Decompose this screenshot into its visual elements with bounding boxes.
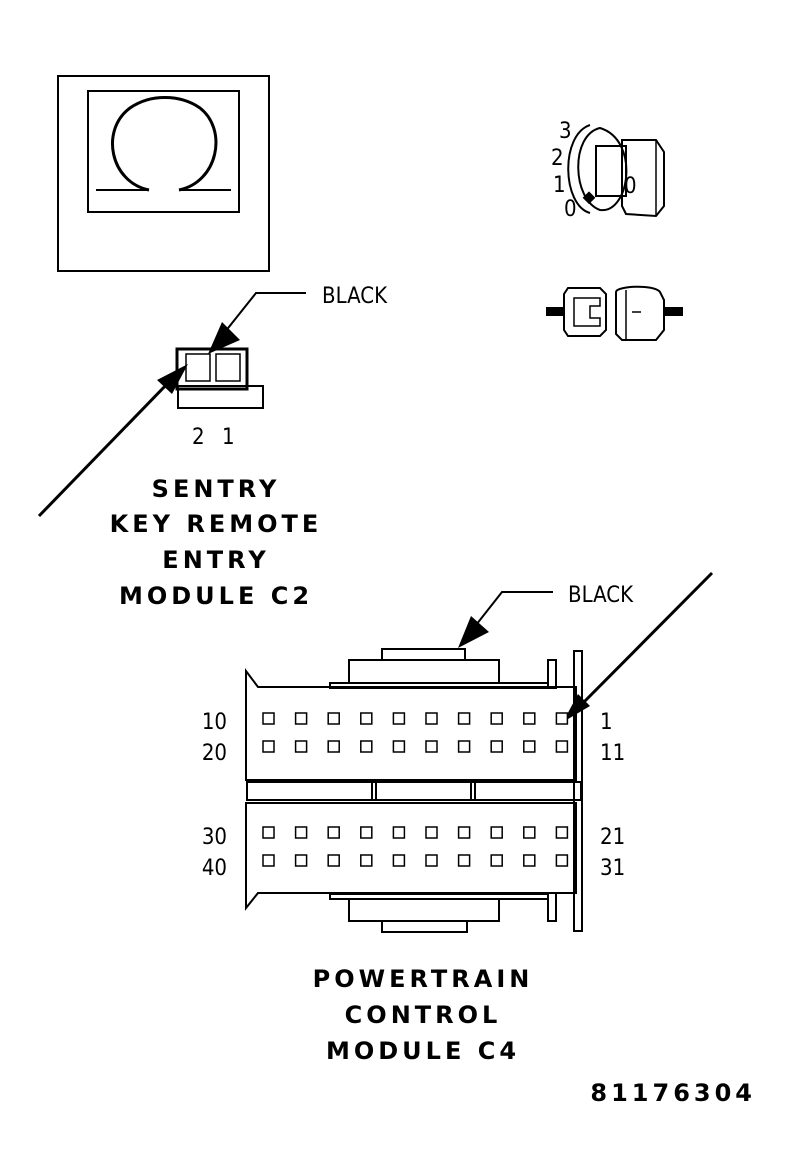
pcm-pin-cavity <box>523 826 536 839</box>
pcm-pin-cavity <box>555 740 569 753</box>
connector-mating-icon <box>546 285 683 341</box>
pcm-pin-cavity <box>294 826 308 839</box>
pcm-row4-right-label: 31 <box>600 856 625 881</box>
pcm-row1-left-label: 10 <box>202 710 227 735</box>
pcm-pin-cavity <box>457 826 471 839</box>
ignition-position-3: 3 <box>559 119 572 144</box>
pcm-pin-cavity <box>523 712 536 725</box>
pcm-pin-cavity <box>360 854 373 867</box>
pcm-pin-cavity <box>457 712 471 725</box>
pcm-row3-left-label: 30 <box>202 825 227 850</box>
pcm-pin-cavity <box>425 712 438 725</box>
pcm-pin-cavity <box>490 826 503 839</box>
pcm-title-line-3: MODULE C4 <box>326 1037 520 1065</box>
pcm-row2-left-label: 20 <box>202 741 227 766</box>
pcm-pin-cavity <box>294 740 308 753</box>
pcm-connector-c4: BLACK 10 1 20 11 30 21 40 31 POWE <box>202 571 714 1065</box>
pcm-pin-cavity <box>327 740 340 753</box>
pcm-title-line-2: CONTROL <box>345 1001 502 1029</box>
pcm-pin-cavity <box>523 740 536 753</box>
key-glyph: 0 <box>624 174 637 199</box>
sentry-connector-c2: BLACK 2 1 SENTRY KEY REMOTE ENTRY MODULE… <box>37 284 388 610</box>
pcm-pin-cavity <box>523 854 536 867</box>
pcm-pin-cavity <box>327 854 340 867</box>
pcm-pin-cavity <box>425 740 438 753</box>
pcm-pin-cavity <box>555 826 569 839</box>
pcm-pin-cavity <box>262 740 275 753</box>
omega-symbol-icon <box>57 75 270 272</box>
pcm-pin-cavity <box>555 854 569 867</box>
pcm-title-line-1: POWERTRAIN <box>313 965 534 993</box>
pcm-pin-cavity <box>262 826 275 839</box>
pcm-pin-cavity <box>425 854 438 867</box>
pcm-row3-right-label: 21 <box>600 825 625 850</box>
pcm-pin-cavity <box>425 826 438 839</box>
sentry-title-line-4: MODULE C2 <box>119 582 313 610</box>
pcm-pin-cavity <box>327 712 340 725</box>
pcm-pin-cavity <box>360 712 373 725</box>
pcm-pin-cavity <box>360 826 373 839</box>
pcm-row4-left-label: 40 <box>202 856 227 881</box>
pcm-pin-cavity <box>327 826 340 839</box>
pcm-pin-cavity <box>262 712 275 725</box>
sentry-color-label: BLACK <box>322 284 388 309</box>
pcm-pin-cavity <box>392 712 406 725</box>
sentry-title-line-1: SENTRY <box>152 475 281 503</box>
pcm-pin-cavity <box>555 712 569 725</box>
sentry-pin-label-1: 1 <box>222 425 235 450</box>
pcm-pin-cavity <box>490 854 503 867</box>
ignition-position-0: 0 <box>564 197 577 222</box>
pcm-pin-cavity <box>392 740 406 753</box>
pcm-pin-cavity <box>392 854 406 867</box>
figure-id: 81176304 <box>590 1079 756 1107</box>
pcm-pin-cavity <box>262 854 275 867</box>
pcm-pin-cavity <box>490 740 503 753</box>
sentry-title-line-2: KEY REMOTE <box>110 510 323 538</box>
pcm-pin-cavity <box>294 854 308 867</box>
ignition-position-1: 1 <box>553 173 566 198</box>
sentry-pin-label-2: 2 <box>192 425 205 450</box>
pcm-pin-cavity <box>360 740 373 753</box>
sentry-title-line-3: ENTRY <box>162 546 269 574</box>
ignition-key-icon: 3 2 1 0 0 <box>551 119 665 222</box>
pcm-row1-right-label: 1 <box>600 710 613 735</box>
pcm-pin-cavity <box>294 712 308 725</box>
pcm-row2-right-label: 11 <box>600 741 625 766</box>
pcm-pin-cavities <box>262 712 569 867</box>
pcm-pin-cavity <box>457 740 471 753</box>
ignition-position-2: 2 <box>551 146 564 171</box>
pcm-pin-cavity <box>490 712 503 725</box>
pcm-pin-cavity <box>392 826 406 839</box>
pcm-pin-cavity <box>457 854 471 867</box>
pcm-color-label: BLACK <box>568 583 634 608</box>
